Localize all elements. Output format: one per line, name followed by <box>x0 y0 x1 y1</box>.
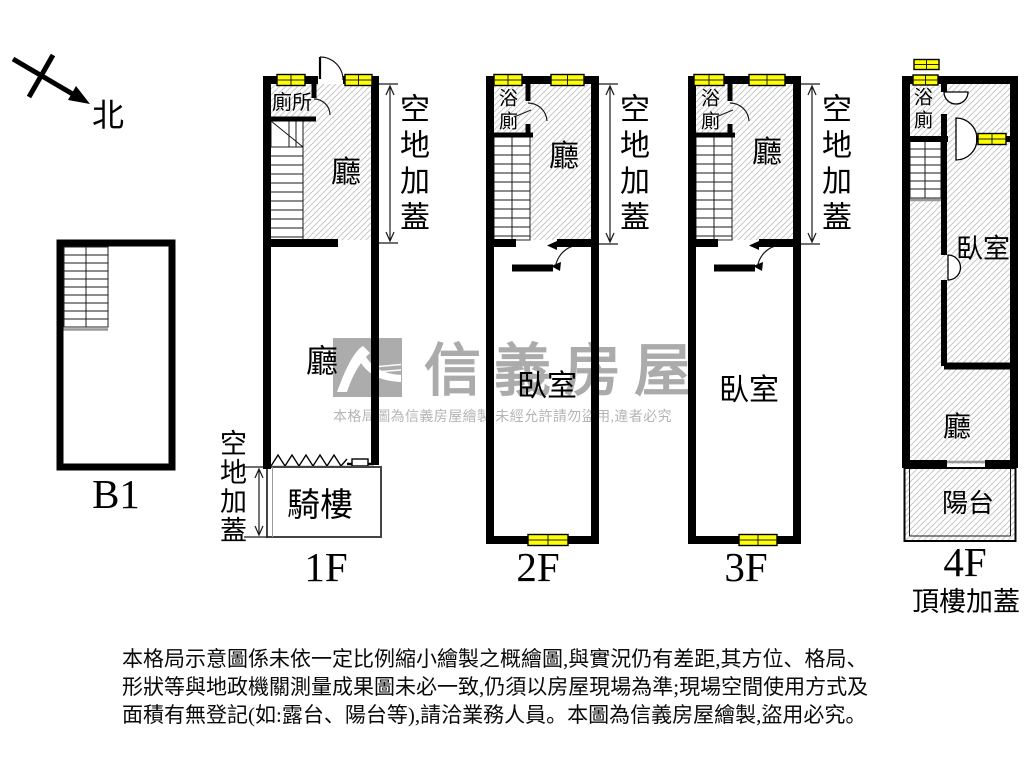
f4-bath-label: 浴廁 <box>911 87 932 133</box>
f3-unit-base <box>688 76 820 544</box>
f2-floor-label: 2F <box>516 544 559 590</box>
f1-hall-label: 廳 <box>306 343 338 379</box>
f3-open-cover-label: 空地加蓋 <box>817 93 850 237</box>
f2-window-top-left <box>493 73 523 87</box>
f4-floor-sublabel: 頂樓加蓋 <box>912 587 1020 617</box>
layer-labels: 北 B1 1F 2F 3F 4F 頂樓加蓋 廁所 廳 廳 騎樓 廳 臥室 廳 臥… <box>92 91 1020 727</box>
f3-window-top-right <box>748 73 786 87</box>
f4-balcony-label: 陽台 <box>942 489 994 518</box>
f1-open-cover-left-label: 空地加蓋 <box>216 429 246 545</box>
f3-window-bottom <box>738 533 778 547</box>
f1-open-cover-right-label: 空地加蓋 <box>395 93 428 237</box>
b1-floor-label: B1 <box>92 471 140 517</box>
f4-unit-base <box>902 76 1018 542</box>
f2-dimension-right <box>597 83 618 245</box>
f3-bath-door-arc <box>729 102 750 122</box>
f2-window-bottom <box>527 533 569 547</box>
f4-hall-door <box>947 254 962 281</box>
f1-toilet-label: 廁所 <box>272 91 312 114</box>
f3-window-top-left <box>693 73 725 87</box>
disclaimer-line-2: 形狀等與地政機關測量成果圖未必一致,仍須以房屋現場為準;現場空間使用方式及 <box>122 675 868 699</box>
f4-bath-door <box>943 91 969 105</box>
f2-bath-door-arc <box>527 102 548 122</box>
f4-window-upper <box>913 58 940 71</box>
f4-window-mid <box>977 132 1007 146</box>
f1-unit-base <box>244 56 398 538</box>
f4-floor-label: 4F <box>943 539 986 585</box>
f3-floor-label: 3F <box>724 544 767 590</box>
f3-bedroom-label: 臥室 <box>719 374 779 407</box>
f4-bedroom-label: 臥室 <box>956 234 1010 264</box>
f3-dimension-right <box>799 83 820 245</box>
watermark: 信義房屋 本格局圖為信義房屋繪製,未經允許請勿盜用,違者必究 <box>333 338 704 425</box>
f3-stairs <box>695 136 733 241</box>
disclaimer-line-3: 面積有無登記(如:露台、陽台等),請洽業務人員。本圖為信義房屋繪製,盜用必究。 <box>122 703 866 727</box>
f4-window-top <box>912 74 939 86</box>
disclaimer-line-1: 本格局示意圖係未依一定比例縮小繪製之概繪圖,與實況仍有差距,其方位、格局、 <box>122 647 868 671</box>
watermark-notice: 本格局圖為信義房屋繪製,未經允許請勿盜用,違者必究 <box>333 408 672 425</box>
layer-walls <box>56 58 1018 547</box>
f2-hall-label: 廳 <box>549 140 579 173</box>
f2-window-top-right <box>550 73 585 87</box>
b1-walls <box>56 239 176 471</box>
watermark-brand: 信義房屋 <box>424 340 704 403</box>
layer-base <box>11 53 1018 544</box>
f1-window-top-left <box>276 73 306 87</box>
f4-balcony-box <box>903 467 1017 542</box>
f3-hall-label: 廳 <box>752 136 782 169</box>
b1-unit-base <box>60 243 172 467</box>
f1-toilet-door-arc <box>313 98 331 116</box>
f1-dimension-left <box>244 466 268 538</box>
f2-bath-leader-line <box>513 109 532 118</box>
sinyi-logo-icon <box>333 338 402 397</box>
f2-hall-door-swing <box>512 241 574 272</box>
f1-window-top-right <box>344 73 373 87</box>
f2-bedroom-label: 臥室 <box>517 370 577 403</box>
f1-arcade-label: 騎樓 <box>287 487 353 524</box>
f3-bath-label: 浴廁 <box>698 88 719 134</box>
f2-open-cover-label: 空地加蓋 <box>615 93 648 237</box>
f2-bath-label: 浴廁 <box>496 88 517 134</box>
f1-stairs <box>270 120 304 243</box>
north-label: 北 <box>92 97 124 133</box>
f1-front-hall-label: 廳 <box>331 156 361 189</box>
f1-dimension-right <box>376 83 398 244</box>
f2-unit-base <box>486 76 618 544</box>
f1-floor-label: 1F <box>304 544 347 590</box>
north-arrow-icon <box>11 53 90 104</box>
f4-stairs <box>908 140 942 202</box>
f1-arcade-box <box>266 466 382 538</box>
f3-bath-leader-line <box>715 109 734 118</box>
f4-hall-label: 廳 <box>943 411 971 443</box>
f1-entrance-door <box>318 56 344 81</box>
f2-stairs <box>493 136 531 241</box>
b1-stairs <box>63 246 109 331</box>
